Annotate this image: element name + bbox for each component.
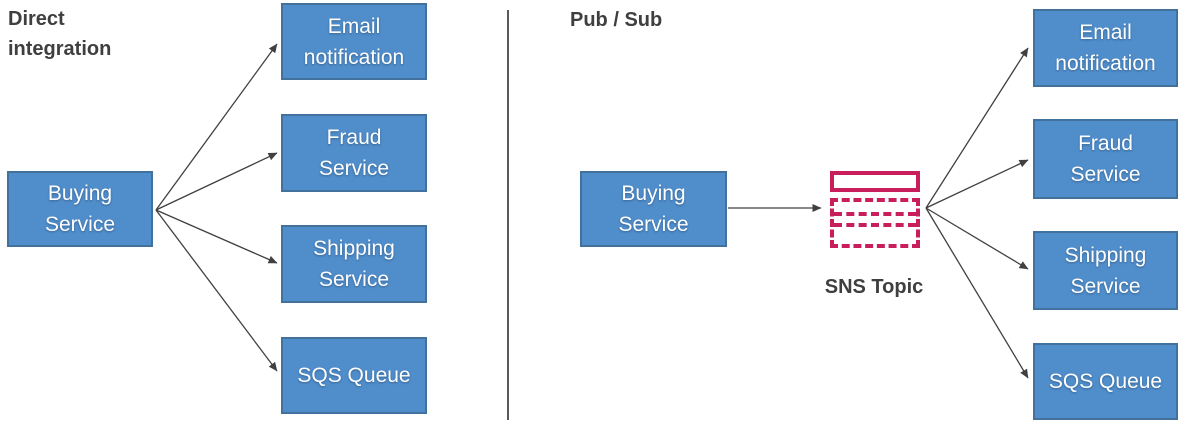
node-email-notification-right: Email notification [1033,9,1178,87]
node-sqs-queue-right: SQS Queue [1033,343,1178,420]
arrow-left-email [155,43,278,211]
right-panel-title: Pub / Sub [570,9,663,31]
arrow-sns-email [925,47,1029,209]
arrow-left-sqs [155,209,278,372]
node-fraud-service-left: Fraud Service [281,114,427,192]
arrow-left-shipping [155,209,278,264]
arrow-sns-shipping [925,207,1029,270]
node-sqs-queue-left: SQS Queue [281,337,427,414]
left-panel-title: Direct integration [8,8,112,60]
node-buying-service-left: Buying Service [7,171,153,247]
panel-divider [507,10,509,420]
arrow-sns-fraud [925,159,1029,209]
node-buying-service-right: Buying Service [580,171,727,247]
sns-subscription-row-divider [834,212,916,216]
sns-topic-label: SNS Topic [824,276,924,298]
arrow-sns-sqs [925,207,1029,379]
sns-topic-icon [830,171,920,192]
arrow-left-fraud [155,152,278,211]
node-shipping-service-left: Shipping Service [281,225,427,303]
sns-subscription-row-divider [834,223,916,227]
node-email-notification-left: Email notification [281,3,427,80]
node-fraud-service-right: Fraud Service [1033,119,1178,199]
node-shipping-service-right: Shipping Service [1033,231,1178,310]
